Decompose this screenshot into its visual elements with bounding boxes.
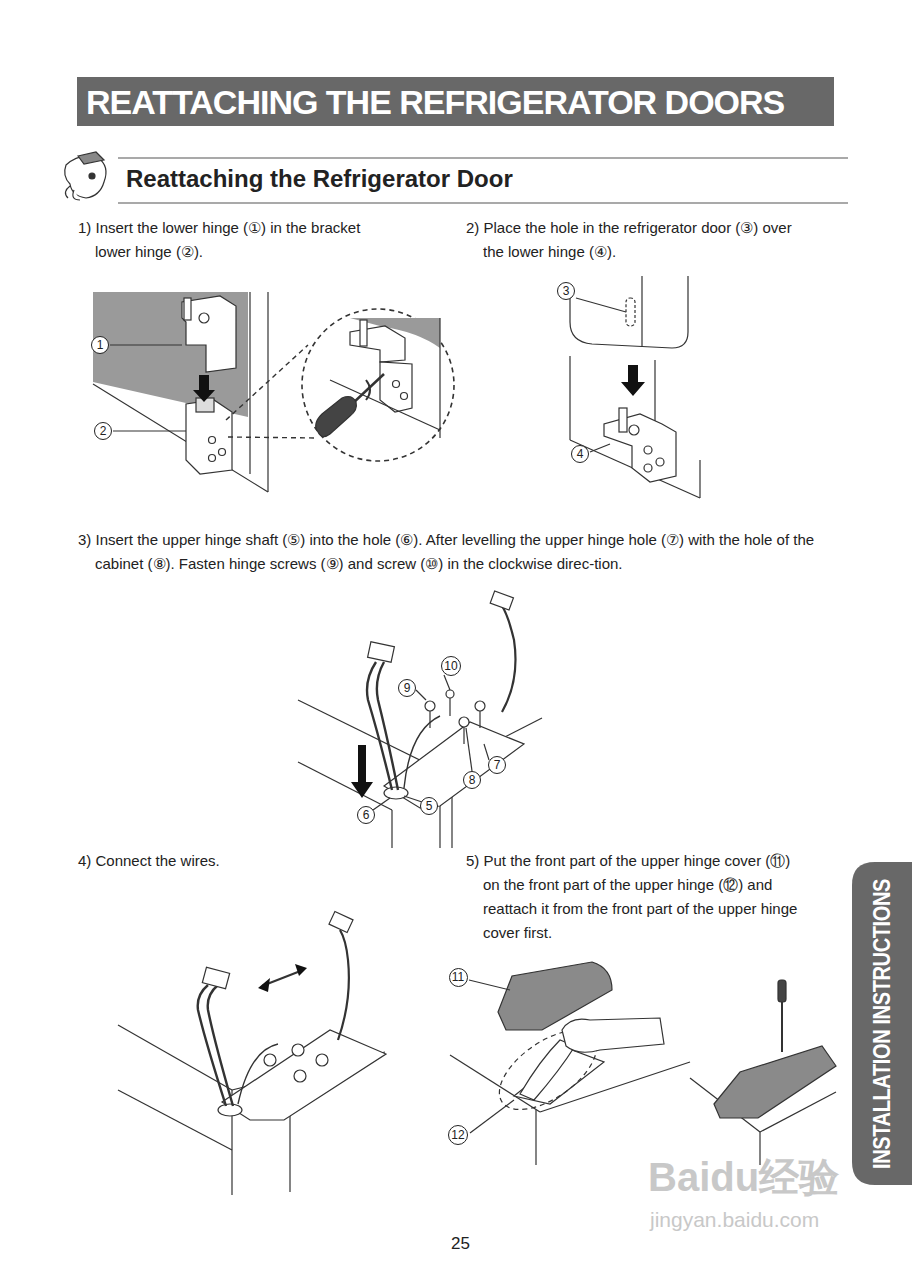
section-heading: Reattaching the Refrigerator Door [126,165,513,193]
section-tab-text: INSTALLATION INSTRUCTIONS [868,879,896,1169]
step-text: 2) Place the hole in the refrigerator do… [466,216,796,264]
callout-number-text: 3 [563,285,570,297]
callout-number-text: 7 [494,759,501,771]
callout-number-text: 8 [469,774,476,786]
section-tab: INSTALLATION INSTRUCTIONS [852,862,912,1185]
callout-number: 4 [571,445,589,463]
callout-number-text: 10 [444,660,457,672]
callout-number: 7 [488,756,506,774]
callout-number: 12 [448,1125,468,1145]
callout-number: 5 [420,797,438,815]
step-text: 5) Put the front part of the upper hinge… [466,849,811,945]
step-text: 3) Insert the upper hinge shaft (⑤) into… [78,528,818,576]
watermark: jingyan.baidu.com [650,1208,819,1232]
callout-number-text: 12 [451,1129,464,1141]
callout-number-text: 4 [577,448,584,460]
callout-number-text: 9 [404,682,411,694]
callout-number-text: 11 [452,971,464,983]
callout-number-text: 5 [426,800,433,812]
callout-number-text: 2 [100,425,107,437]
callout-number: 6 [357,806,375,824]
title-text: REATTACHING THE REFRIGERATOR DOORS [86,83,784,121]
callout-number: 10 [441,656,461,676]
callout-number: 9 [398,679,416,697]
step-text: 4) Connect the wires. [78,849,378,873]
callout-number: 3 [557,282,575,300]
callout-number: 11 [449,968,468,987]
step-text: 1) Insert the lower hinge (①) in the bra… [78,216,388,264]
watermark: Baidu经验 [648,1150,839,1205]
callout-number: 8 [463,771,481,789]
callout-number-text: 6 [363,809,370,821]
callout-number: 2 [94,422,112,440]
callout-number-text: 1 [97,339,104,351]
page-number: 25 [451,1234,470,1254]
callout-number: 1 [91,336,109,354]
